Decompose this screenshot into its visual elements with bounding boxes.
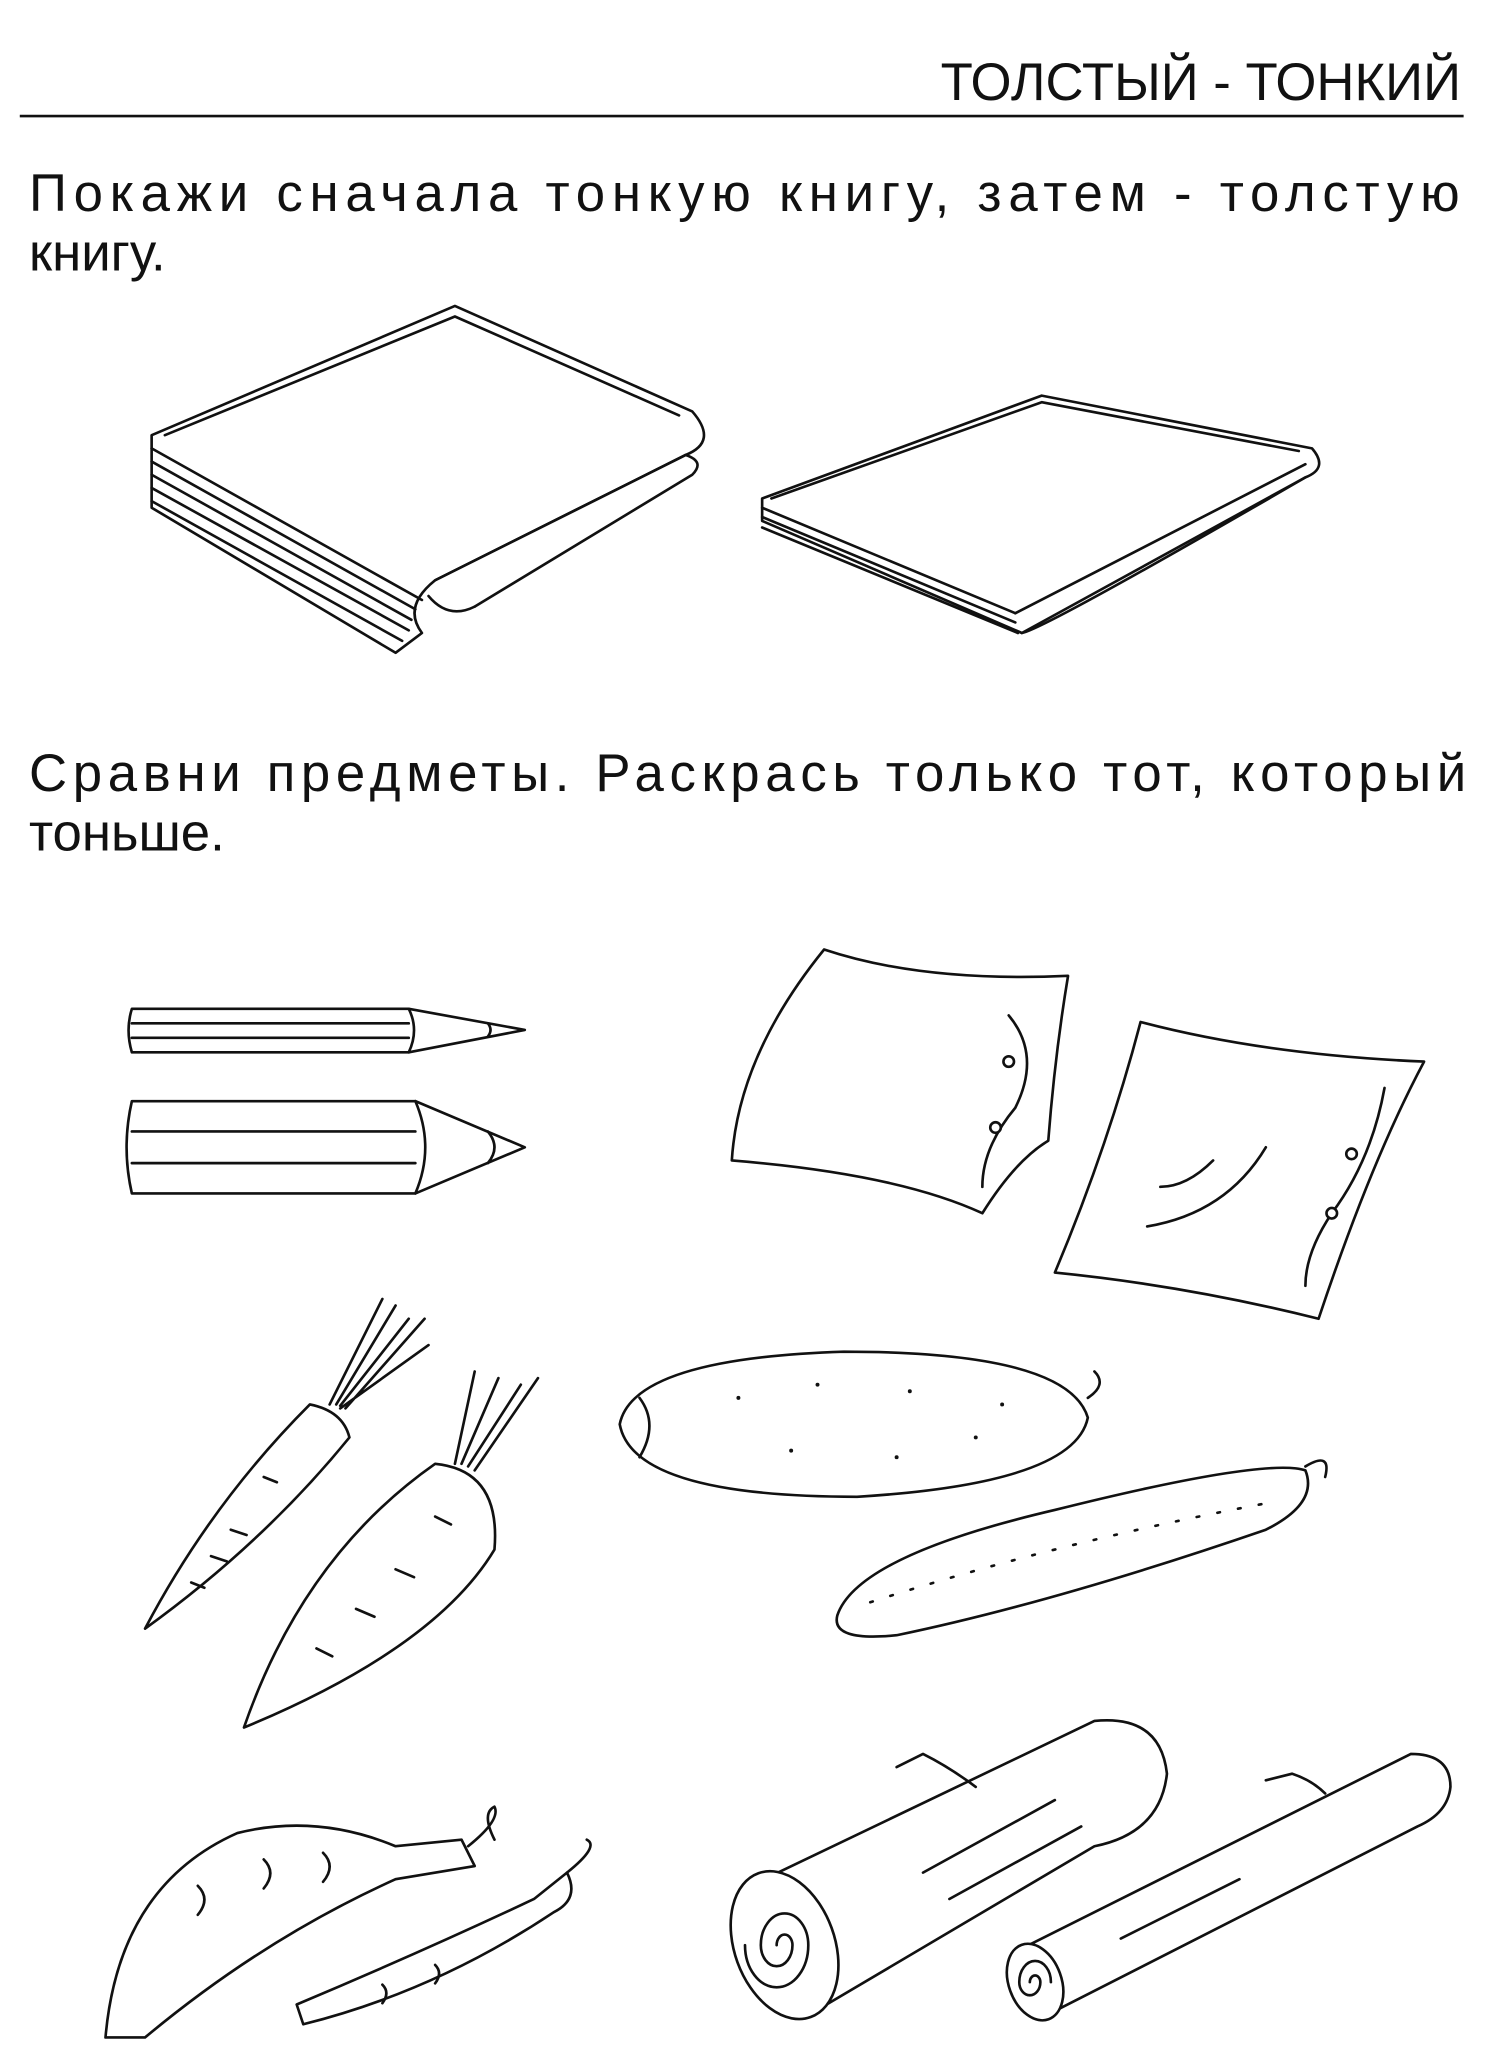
thin-log-illustration — [1005, 1752, 1452, 2022]
thin-pencil-illustration — [127, 1007, 527, 1054]
thick-book-illustration — [150, 304, 706, 655]
task2-text-line1: Сравни предметы. Раскрась только тот, ко… — [29, 744, 1466, 803]
thick-pea-pod-illustration — [104, 1805, 497, 2039]
thick-pillow-illustration — [730, 948, 1070, 1215]
task1-text-line2: книгу. — [29, 223, 166, 282]
thin-pea-pod-illustration — [295, 1838, 592, 2026]
thin-cucumber-illustration — [835, 1459, 1328, 1638]
page-title: ТОЛСТЫЙ - ТОНКИЙ — [941, 51, 1461, 112]
thick-carrot-illustration — [242, 1370, 540, 1729]
task2-text-line2: тоньше. — [29, 804, 225, 863]
thin-pillow-illustration — [1053, 1020, 1426, 1321]
task1-text-line1: Покажи сначала тонкую книгу, затем - тол… — [29, 164, 1460, 223]
thin-book-illustration — [760, 394, 1321, 635]
thick-cucumber-illustration — [618, 1350, 1101, 1499]
thin-carrot-illustration — [143, 1297, 430, 1630]
thick-log-illustration — [729, 1718, 1169, 2021]
thick-pencil-illustration — [125, 1099, 527, 1195]
